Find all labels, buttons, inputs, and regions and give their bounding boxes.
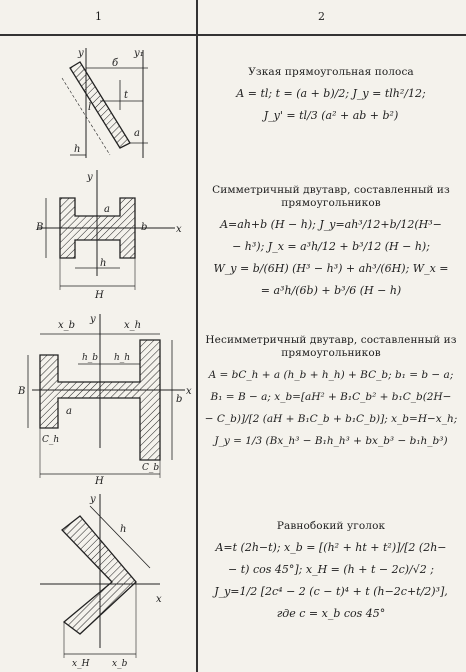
angle-shape	[61, 515, 137, 635]
row-asymmetric-ibeam: Несимметричный двутавр, составленный из …	[200, 334, 462, 452]
row-title: Узкая прямоугольная полоса	[248, 66, 414, 78]
dim-label-a: a	[134, 128, 140, 139]
row-title: Несимметричный двутавр, составленный из …	[205, 334, 457, 359]
formula-line: − C_b)]/[2 (aH + B₁C_b + b₁C_b)]; x_b=H−…	[204, 413, 458, 425]
axis-label-x: x	[156, 594, 162, 605]
figure-asymmetric-ibeam: x_b y x_h h_b h_h B a x b C_h C_b H	[17, 314, 192, 486]
dim-label-b: б	[112, 58, 119, 69]
dim-label-b: b	[141, 222, 147, 233]
dim-label-xb: x_b	[58, 320, 75, 331]
column-header-2: 2	[318, 10, 325, 23]
header-rule	[0, 34, 466, 36]
column-header-1: 1	[95, 10, 102, 23]
dim-label-t: t	[124, 90, 129, 101]
dim-label-H: H	[94, 476, 104, 486]
axis-label-y: y	[89, 494, 96, 505]
formula-line: − t) cos 45°]; x_H = (h + t − 2c)/√2 ;	[228, 563, 434, 576]
figure-narrow-strip: y y₁ б t l a h	[61, 48, 148, 158]
formula-line: − h³); J_x = a³h/12 + b³/12 (H − h);	[232, 240, 430, 253]
formula-line: J_y' = tl/3 (a² + ab + b²)	[263, 109, 399, 122]
formula-line: W_y = b/(6H) (H³ − h³) + ah³/(6H); W_x =	[213, 262, 449, 275]
axis-label-y: y	[77, 48, 84, 59]
formula-line: B₁ = B − a; x_b=[aH² + B₁C_b² + b₁C_b(2H…	[210, 391, 452, 403]
dim-label-l: l	[88, 102, 91, 113]
figure-equal-angle: y h x x_H x_b	[40, 494, 162, 669]
dim-label-a: a	[104, 204, 110, 215]
dim-label-h: h	[100, 258, 106, 269]
dim-label-cb: C_b	[142, 463, 159, 473]
formula-line: A = bC_h + a (h_b + h_h) + BC_b; b₁ = b …	[208, 369, 454, 381]
axis-label-y: y	[89, 314, 96, 325]
dim-label-B: B	[35, 222, 43, 233]
dim-label-xh: x_h	[124, 320, 141, 331]
column-divider	[196, 0, 198, 672]
row-title: Равнобокий уголок	[276, 520, 386, 532]
axis-label-x: x	[176, 224, 182, 235]
dim-label-ch: C_h	[42, 435, 59, 445]
row-narrow-strip: Узкая прямоугольная полоса A = tl; t = (…	[200, 66, 462, 127]
dim-label-h: h	[74, 144, 80, 155]
dim-label-B: B	[17, 386, 25, 397]
dim-label-xH: x_H	[72, 659, 90, 669]
formula-line: A=ah+b (H − h); J_y=ah³/12+b/12(H³−	[220, 218, 442, 231]
formula-line: = a³h/(6b) + b³/6 (H − h)	[260, 284, 402, 297]
formula-line: A=t (2h−t); x_b = [(h² + ht + t²)]/[2 (2…	[215, 541, 447, 554]
dim-label-xb: x_b	[112, 659, 128, 669]
axis-label-x: x	[186, 386, 192, 397]
row-symmetric-ibeam: Симметричный двутавр, составленный из пр…	[200, 184, 462, 302]
formula-line: A = tl; t = (a + b)/2; J_y = tlh²/12;	[236, 87, 426, 100]
dim-label-a: a	[66, 406, 72, 417]
row-title: Симметричный двутавр, составленный из пр…	[212, 184, 450, 209]
figure-symmetric-ibeam: y a B b x h H	[35, 170, 182, 301]
axis-label-y: y	[86, 172, 93, 183]
formula-line: J_y=1/2 [2c⁴ − 2 (c − t)⁴ + t (h−2c+t/2)…	[214, 585, 448, 598]
row-equal-angle: Равнобокий уголок A=t (2h−t); x_b = [(h²…	[200, 520, 462, 625]
dim-label-H: H	[94, 290, 104, 301]
dim-label-h: h	[120, 524, 126, 535]
dim-label-hh: h_h	[114, 353, 130, 363]
dim-label-b: b	[176, 394, 182, 405]
formula-line: где c = x_b cos 45°	[276, 607, 386, 620]
axis-label-y1: y₁	[133, 48, 144, 59]
dim-label-hb: h_b	[82, 353, 98, 363]
formula-line: J_y = 1/3 (Bx_h³ − B₁h_h³ + bx_b³ − b₁h_…	[214, 435, 448, 447]
